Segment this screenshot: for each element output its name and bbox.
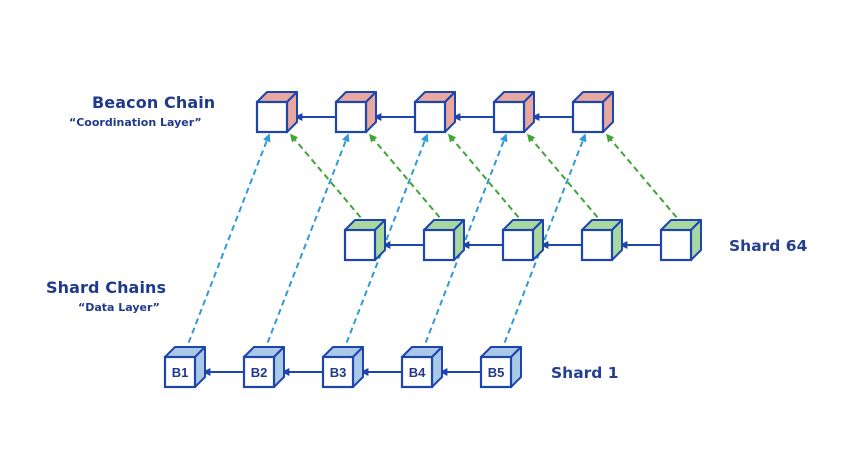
block-front-face xyxy=(163,355,197,389)
beacon-chain-subtitle: “Coordination Layer” xyxy=(69,116,202,129)
shard64-chain xyxy=(343,219,702,262)
beacon-block xyxy=(571,91,614,134)
block-front-face xyxy=(400,355,434,389)
block-label: B3 xyxy=(330,365,347,380)
shard64-block xyxy=(659,219,702,262)
shard-chains-subtitle: “Data Layer” xyxy=(78,301,160,314)
beacon-chain xyxy=(255,91,614,134)
block-front-face xyxy=(242,355,276,389)
block-front-face xyxy=(321,355,355,389)
block-front-face xyxy=(343,228,377,262)
link-layer xyxy=(184,133,684,353)
shard-chains-title: Shard Chains xyxy=(46,278,167,297)
shard1-block: B4 xyxy=(400,346,443,389)
beacon-chain-title: Beacon Chain xyxy=(92,93,216,112)
shard1-chain: B1 B2 B3 B4 B5 xyxy=(163,346,522,389)
shard1-to-beacon-link xyxy=(342,133,429,353)
block-front-face xyxy=(255,100,289,134)
beacon-block xyxy=(413,91,456,134)
block-front-face xyxy=(571,100,605,134)
shard1-block: B2 xyxy=(242,346,285,389)
shard64-block xyxy=(580,219,623,262)
shard64-to-beacon-link xyxy=(526,133,605,226)
block-label: B1 xyxy=(172,365,189,380)
beacon-block xyxy=(255,91,298,134)
block-front-face xyxy=(422,228,456,262)
shard64-to-beacon-link xyxy=(368,133,447,226)
shard1-to-beacon-link xyxy=(184,133,271,353)
shard1-to-beacon-link xyxy=(500,133,587,353)
block-front-face xyxy=(501,228,535,262)
block-label: B5 xyxy=(488,365,505,380)
beacon-block xyxy=(334,91,377,134)
block-front-face xyxy=(479,355,513,389)
shard64-to-beacon-link xyxy=(605,133,684,226)
shard64-to-beacon-link xyxy=(289,133,368,226)
shard64-to-beacon-link xyxy=(447,133,526,226)
shard1-block: B1 xyxy=(163,346,206,389)
beacon-block xyxy=(492,91,535,134)
shard64-block xyxy=(501,219,544,262)
block-label: B4 xyxy=(409,365,426,380)
block-front-face xyxy=(492,100,526,134)
shard64-block xyxy=(343,219,386,262)
block-front-face xyxy=(580,228,614,262)
block-front-face xyxy=(413,100,447,134)
block-front-face xyxy=(659,228,693,262)
block-label: B2 xyxy=(251,365,268,380)
shard-1-label: Shard 1 xyxy=(551,364,619,382)
shard1-to-beacon-link xyxy=(421,133,508,353)
block-front-face xyxy=(334,100,368,134)
shard-64-label: Shard 64 xyxy=(729,237,808,255)
shard1-to-beacon-link xyxy=(263,133,350,353)
shard1-block: B5 xyxy=(479,346,522,389)
shard1-block: B3 xyxy=(321,346,364,389)
shard64-block xyxy=(422,219,465,262)
